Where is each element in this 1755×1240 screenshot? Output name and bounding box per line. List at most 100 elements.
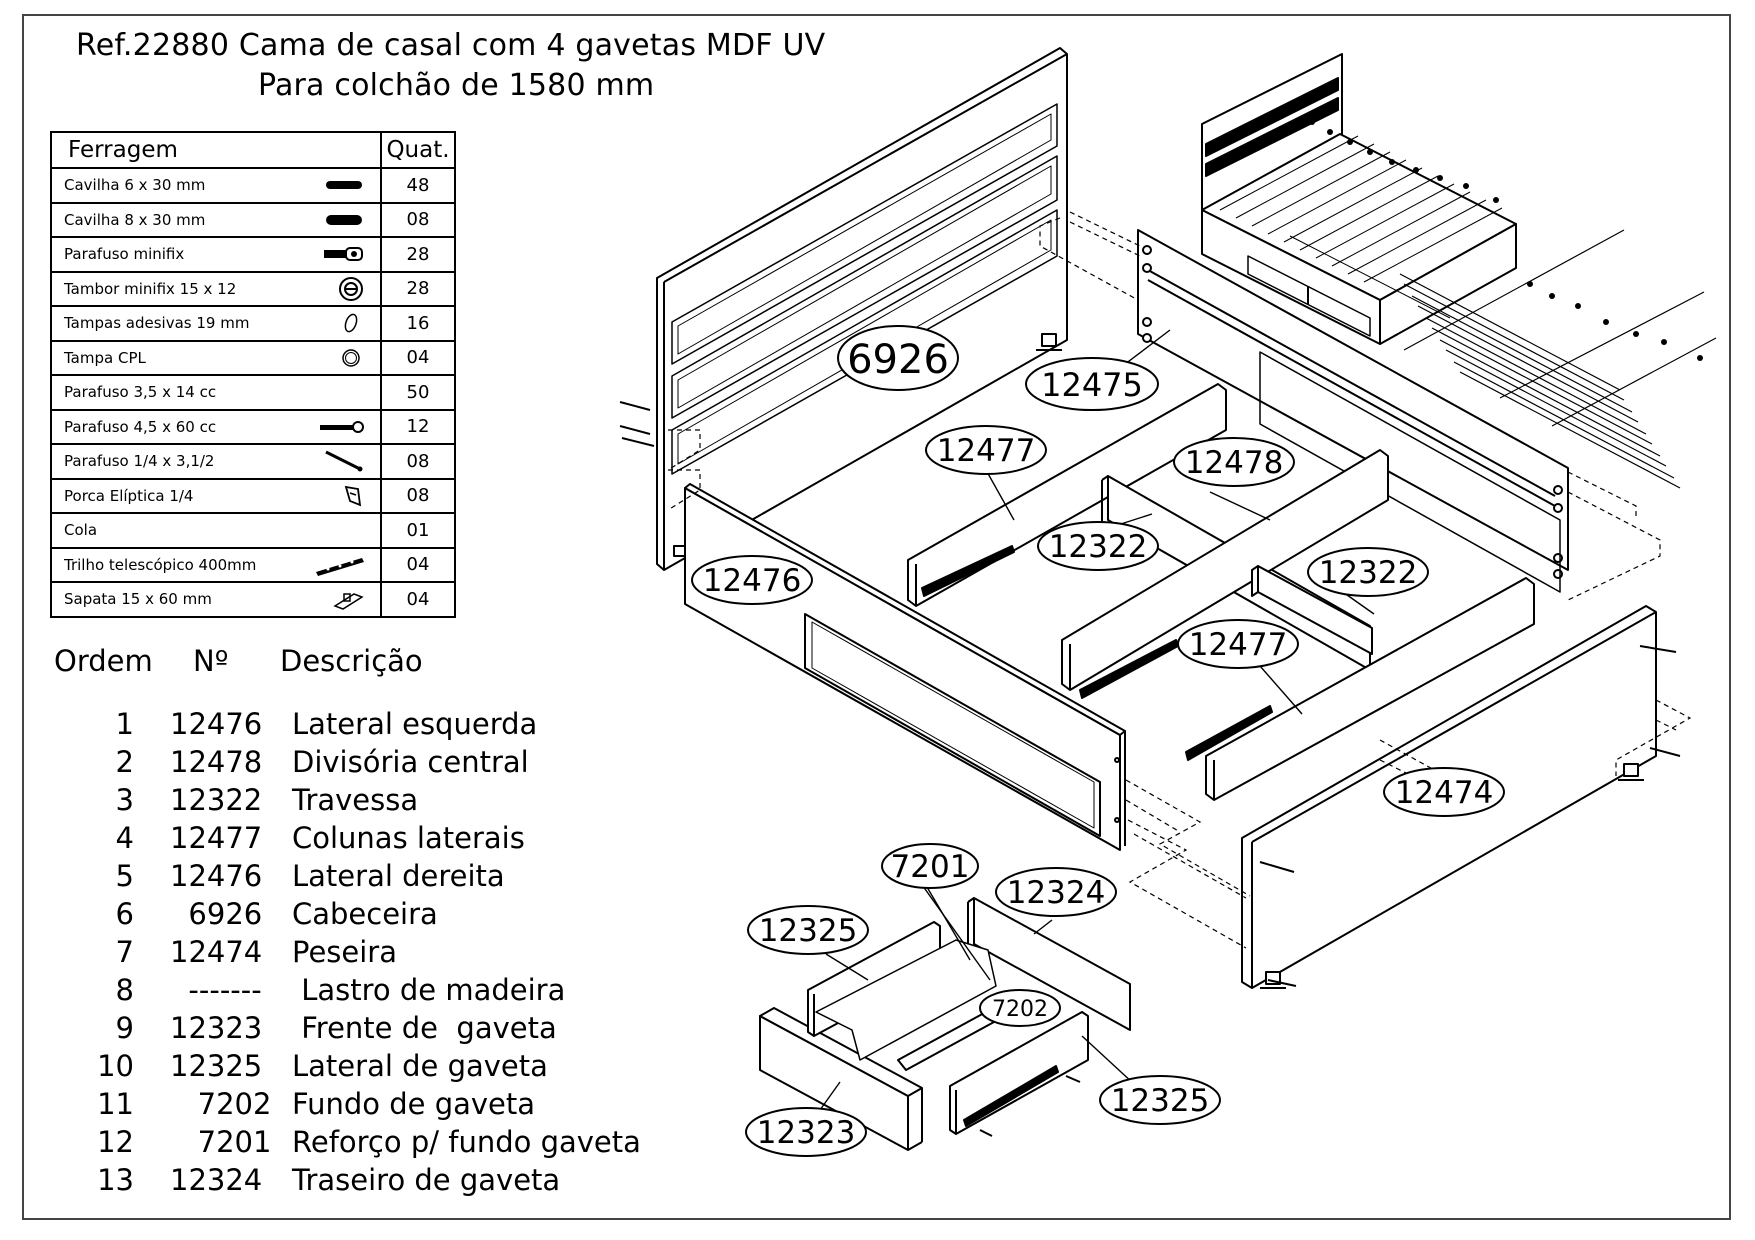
callout-label: 7202 [992,997,1048,1022]
part-number: 12477 [170,821,263,855]
hardware-qty: 04 [380,339,456,376]
part-number: 7202 [170,1087,272,1121]
hardware-row: Cavilha 8 x 30 mm 08 [50,201,456,238]
hardware-name: Parafuso 1/4 x 3,1/2 [64,452,215,471]
hardware-qty: 16 [380,305,456,342]
part-number: 12323 [170,1011,263,1045]
hardware-name: Porca Elíptica 1/4 [64,486,194,505]
cover-cap-icon [344,313,358,333]
ring-cap-icon [342,349,360,367]
part-order: 11 [97,1087,134,1121]
hardware-row: Cavilha 6 x 30 mm 48 [50,167,456,204]
hardware-column-header: Ferragem [50,131,382,169]
hardware-name: Tampas adesivas 19 mm [64,314,250,333]
minifix-bolt-icon [324,247,363,262]
hardware-row: Tampas adesivas 19 mm 16 [50,305,456,342]
part-order: 6 [115,897,134,931]
part-number: 12478 [170,745,263,779]
hardware-row: Parafuso minifix 28 [50,236,456,273]
part-description: Lateral dereita [292,859,505,893]
hardware-qty: 04 [380,546,456,583]
part-number: 12474 [170,935,263,969]
part-order: 7 [115,935,134,969]
part-description: Lateral de gaveta [292,1049,548,1083]
hardware-row: Tambor minifix 15 x 12 28 [50,270,456,307]
slat-frame [1399,229,1717,489]
hardware-qty: 12 [380,408,456,445]
part-number: 7201 [170,1125,272,1159]
dowel-icon [326,214,362,225]
callout-label: 12325 [759,913,858,949]
hardware-row: Parafuso 3,5 x 14 cc 50 [50,374,456,411]
part-number: ------- [170,973,262,1007]
hardware-qty: 28 [380,236,456,273]
part-order: 8 [115,973,134,1007]
part-order: 9 [115,1011,134,1045]
callout-12322-right: 12322 [1307,547,1429,597]
callout-12475: 12475 [1025,357,1159,411]
part-number: 12322 [170,783,263,817]
hardware-name: Tambor minifix 15 x 12 [64,279,237,298]
part-number: 12476 [170,707,263,741]
part-order: 10 [97,1049,134,1083]
part-number: 6926 [170,897,263,931]
hardware-name: Sapata 15 x 60 mm [64,590,212,609]
callout-label: 12475 [1041,366,1143,404]
elliptic-nut-icon [344,485,362,507]
callout-12322-left: 12322 [1037,521,1159,571]
hardware-qty: 08 [380,477,456,514]
drawing-frame [22,14,1731,1220]
hardware-name: Parafuso 3,5 x 14 cc [64,383,217,402]
callout-label: 12323 [757,1115,856,1151]
callout-7201: 7201 [881,843,979,889]
callout-label: 12325 [1111,1083,1210,1119]
parts-header-number: Nº [193,644,229,678]
foot-icon [333,593,364,611]
part-description: Frente de gaveta [292,1011,557,1045]
hardware-qty: 04 [380,581,456,618]
part-description: Fundo de gaveta [292,1087,536,1121]
cam-lock-icon [339,276,363,301]
quantity-column-header: Quat. [380,131,456,169]
part-description: Lastro de madeira [292,973,566,1007]
callouts: 6926 12475 12477 12478 12322 12476 12322… [691,325,1505,1157]
hardware-name: Cola [64,521,98,540]
hardware-row: Parafuso 1/4 x 3,1/2 08 [50,443,456,480]
callout-12476: 12476 [691,555,813,605]
callout-label: 12474 [1395,775,1494,811]
callout-12323: 12323 [745,1107,867,1157]
hardware-name: Parafuso 4,5 x 60 cc [64,417,217,436]
hardware-qty: 01 [380,512,456,549]
callout-7202: 7202 [979,989,1061,1027]
hardware-qty: 08 [380,443,456,480]
part-description: Cabeceira [292,897,438,931]
part-order: 13 [97,1163,134,1197]
slat-pins [1309,119,1703,361]
hardware-qty: 48 [380,167,456,204]
hardware-name: Tampa CPL [64,348,146,367]
hardware-name: Cavilha 6 x 30 mm [64,176,206,195]
hardware-row: Tampa CPL 04 [50,339,456,376]
callout-label: 7201 [891,849,970,885]
hardware-row: Porca Elíptica 1/4 08 [50,477,456,514]
screw-icon [320,420,364,433]
rail-icon [316,557,364,576]
part-number: 12324 [170,1163,263,1197]
callout-12324: 12324 [995,867,1117,917]
part-number: 12325 [170,1049,263,1083]
hardware-row: Cola 01 [50,512,456,549]
part-order: 5 [115,859,134,893]
hardware-table: Ferragem Quat. Cavilha 6 x 30 mm 48 Cavi… [50,131,456,618]
part-order: 1 [115,707,134,741]
document-subtitle: Para colchão de 1580 mm [258,68,655,103]
drawer-front-panel [759,1007,923,1151]
headboard-panel [656,47,1068,571]
part-order: 2 [115,745,134,779]
part-number: 12476 [170,859,263,893]
parts-header-order: Ordem [54,644,153,678]
hardware-row: Trilho telescópico 400mm 04 [50,546,456,583]
hardware-name: Trilho telescópico 400mm [64,555,257,574]
callout-label: 12476 [703,563,802,599]
part-description: Lateral esquerda [292,707,538,741]
